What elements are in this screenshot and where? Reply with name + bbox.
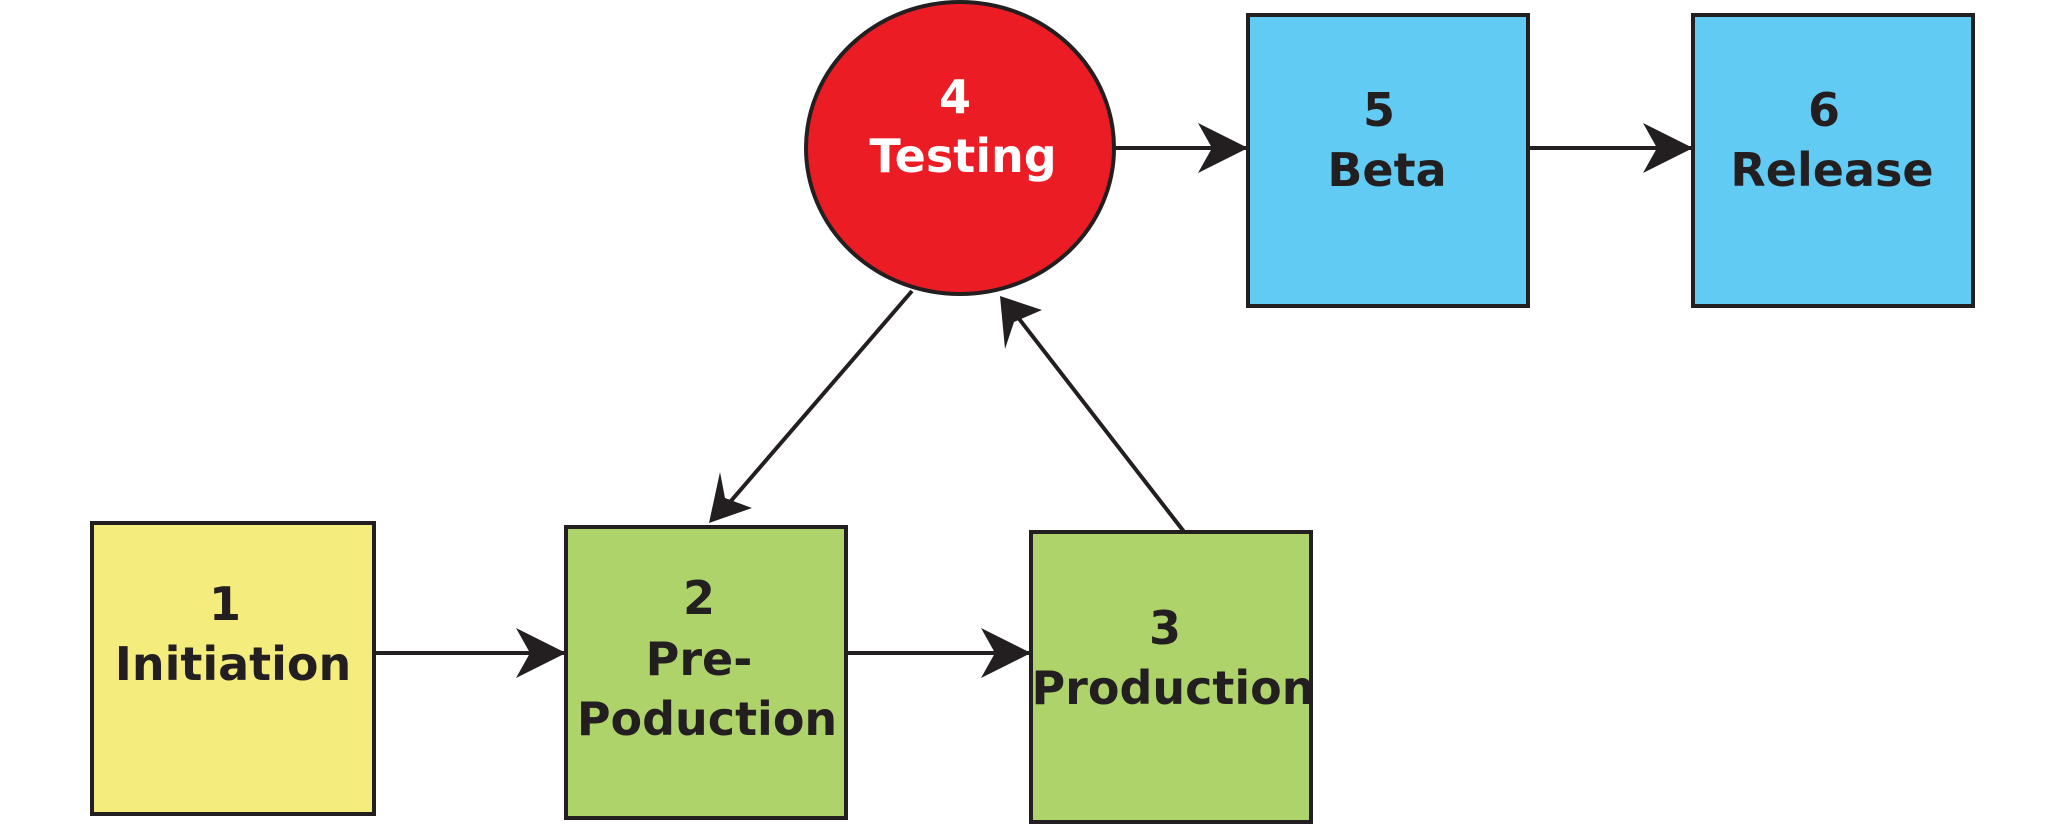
arrowhead-release-left [1643, 123, 1693, 173]
arrowhead-testing-bottom [1000, 296, 1042, 349]
node-release: 6 Release [1691, 13, 1975, 308]
svg-text:4 Testing: 4 Testing [869, 70, 1056, 183]
node-number: 6 [1808, 83, 1840, 137]
node-production: 3 Production [1029, 530, 1315, 824]
node-title: Pre- [646, 632, 753, 686]
arrowhead-pre-production-top [709, 472, 752, 523]
node-title: Release [1730, 143, 1933, 197]
svg-text:3 Production: 3 Production [1031, 601, 1314, 715]
arrowhead-pre-production-left [516, 628, 566, 678]
node-title: Beta [1327, 143, 1446, 197]
node-initiation: 1 Initiation [90, 521, 376, 816]
arrowhead-production-left [981, 628, 1031, 678]
svg-text:5 Beta: 5 Beta [1327, 83, 1446, 197]
node-title: Production [1031, 661, 1314, 715]
node-pre-production: 2 Pre- Poduction [564, 525, 848, 820]
node-number: 1 [209, 577, 241, 631]
node-title: Poduction [577, 692, 837, 746]
edge-testing-to-pre-production [716, 289, 914, 518]
node-beta: 5 Beta [1246, 13, 1530, 308]
node-number: 4 [939, 70, 971, 124]
node-number: 3 [1149, 601, 1181, 655]
node-number: 5 [1363, 83, 1395, 137]
edge-production-to-testing [1004, 300, 1187, 535]
node-testing: 4 Testing [804, 0, 1116, 296]
node-title: Initiation [115, 637, 352, 691]
svg-text:1 Initiation: 1 Initiation [115, 577, 352, 691]
svg-text:2 Pre- Poducti: 2 Pre- Poduction [577, 571, 837, 746]
node-number: 2 [683, 571, 715, 625]
arrowhead-beta-left [1198, 123, 1248, 173]
svg-text:6 Release: 6 Release [1730, 83, 1933, 197]
node-title: Testing [869, 129, 1056, 183]
